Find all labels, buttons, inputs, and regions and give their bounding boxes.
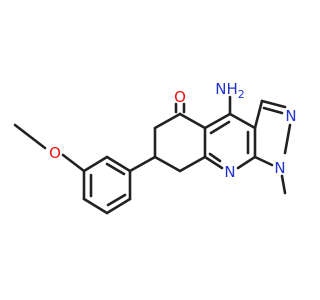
structure-canvas: O O NH2 N N N	[13, 80, 297, 215]
bond-ar2	[82, 197, 109, 215]
atom-n-pyrazole-eq: N	[285, 107, 296, 125]
bond-c4-c3a	[228, 112, 257, 130]
bond-npy-c8a	[203, 155, 224, 170]
bond-ar3-inner	[106, 193, 127, 207]
bond-c7-c8	[153, 155, 182, 173]
atom-o-methoxy: O	[49, 144, 61, 162]
bond-o-aryl	[61, 153, 86, 173]
bond-c4a-c4	[203, 112, 232, 130]
atom-o-ketone: O	[174, 88, 186, 106]
bond-ar5	[105, 155, 132, 173]
bond-n1-methyl	[280, 174, 287, 195]
bond-aryl-c7	[128, 155, 157, 173]
bond-c3-n2	[260, 99, 287, 109]
bond-ar3	[105, 197, 132, 215]
atom-n-pyridine: N	[224, 163, 235, 181]
bond-n2-n1	[283, 123, 292, 155]
atom-n-pyrazole-me: N	[274, 159, 285, 177]
molecule-drawing: O O NH2 N N N	[13, 80, 297, 215]
bond-c6-c5	[153, 112, 182, 130]
bond-ar5-inner	[105, 162, 126, 176]
bond-c5-c4a	[178, 112, 207, 130]
bond-c8-c8a	[178, 155, 207, 173]
bond-npy-c8a-inner	[208, 152, 222, 163]
bond-n1-c7a	[253, 155, 274, 167]
bond-c4a-c4-inner	[209, 120, 231, 135]
atom-nh2: NH2	[215, 80, 245, 101]
bond-c3a-c3	[253, 99, 264, 130]
bond-methyl-o	[13, 123, 47, 150]
bond-c7a-npy	[236, 155, 257, 170]
bond-ar6	[82, 155, 109, 173]
bond-c3-n2-inner	[262, 106, 284, 115]
